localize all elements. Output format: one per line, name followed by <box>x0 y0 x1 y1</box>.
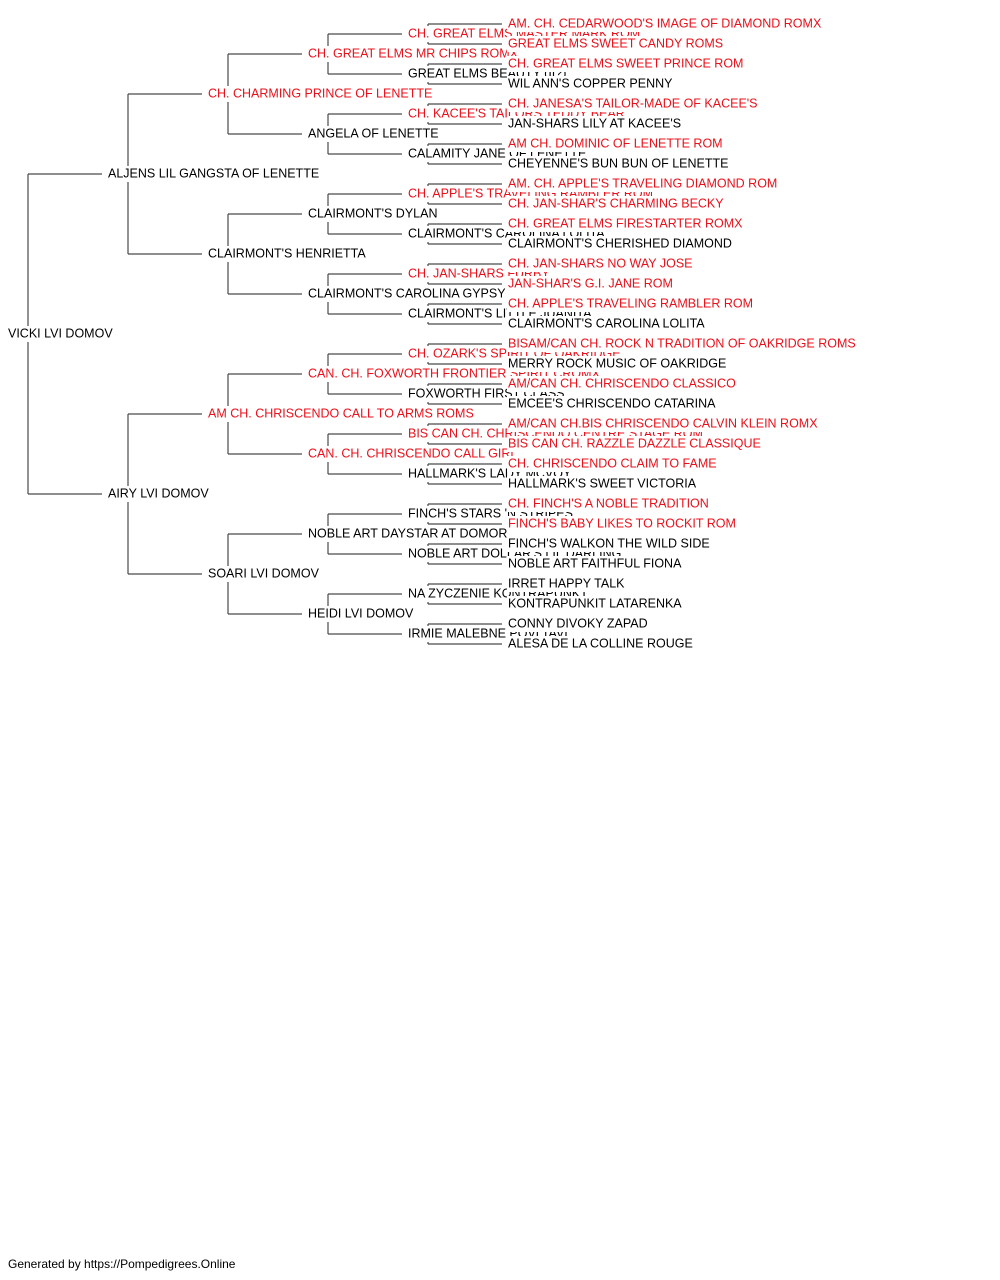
dog-name-gen6[interactable]: CH. APPLE'S TRAVELING RAMBLER ROM <box>508 296 753 310</box>
dog-name-gen4[interactable]: CLAIRMONT'S CAROLINA GYPSY <box>308 286 506 300</box>
dog-name-gen6[interactable]: BISAM/CAN CH. ROCK N TRADITION OF OAKRID… <box>508 336 856 350</box>
name-backing <box>507 516 737 532</box>
name-backing <box>207 566 320 582</box>
dog-name-gen6[interactable]: CH. FINCH'S A NOBLE TRADITION <box>508 496 709 510</box>
dog-name-gen2[interactable]: AIRY LVI DOMOV <box>108 486 209 500</box>
name-backing <box>307 46 519 62</box>
dog-name-gen6[interactable]: KONTRAPUNKIT LATARENKA <box>508 596 682 610</box>
dog-name-gen4[interactable]: ANGELA OF LENETTE <box>308 126 439 140</box>
name-backing <box>507 236 733 252</box>
dog-name-gen6[interactable]: IRRET HAPPY TALK <box>508 576 625 590</box>
footer-credit: Generated by https://Pompedigrees.Online <box>8 1257 236 1271</box>
dog-name-gen2[interactable]: ALJENS LIL GANGSTA OF LENETTE <box>108 166 319 180</box>
name-backing <box>507 196 725 212</box>
name-backing <box>507 256 694 272</box>
name-backing <box>507 576 626 592</box>
dog-name-gen6[interactable]: AM/CAN CH.BIS CHRISCENDO CALVIN KLEIN RO… <box>508 416 818 430</box>
name-backing <box>307 446 519 462</box>
dog-name-gen6[interactable]: NOBLE ART FAITHFUL FIONA <box>508 556 682 570</box>
name-backing <box>7 326 114 342</box>
name-backing <box>507 496 710 512</box>
name-backing <box>507 156 730 172</box>
name-backing <box>307 526 509 542</box>
dog-name-gen6[interactable]: FINCH'S BABY LIKES TO ROCKIT ROM <box>508 516 736 530</box>
dog-name-gen6[interactable]: EMCEE'S CHRISCENDO CATARINA <box>508 396 716 410</box>
name-backing <box>507 416 819 432</box>
dog-name-gen6[interactable]: CHEYENNE'S BUN BUN OF LENETTE <box>508 156 728 170</box>
dog-name-gen6[interactable]: CLAIRMONT'S CAROLINA LOLITA <box>508 316 705 330</box>
dog-name-gen3[interactable]: SOARI LVI DOMOV <box>208 566 320 580</box>
name-backing <box>207 406 475 422</box>
dog-name-gen6[interactable]: CH. JAN-SHAR'S CHARMING BECKY <box>508 196 724 210</box>
dog-name-gen4[interactable]: HEIDI LVI DOMOV <box>308 606 414 620</box>
name-backing <box>307 286 507 302</box>
dog-name-gen4[interactable]: CLAIRMONT'S DYLAN <box>308 206 438 220</box>
name-backing <box>507 556 683 572</box>
dog-name-gen3[interactable]: CLAIRMONT'S HENRIETTA <box>208 246 366 260</box>
name-backing <box>507 436 762 452</box>
name-backing <box>107 486 210 502</box>
name-backing <box>507 336 857 352</box>
name-backing <box>507 76 674 92</box>
dog-name-gen6[interactable]: CH. GREAT ELMS FIRESTARTER ROMX <box>508 216 743 230</box>
dog-name-gen3[interactable]: AM CH. CHRISCENDO CALL TO ARMS ROMS <box>208 406 474 420</box>
name-backing <box>507 276 674 292</box>
dog-name-gen6[interactable]: ALESA DE LA COLLINE ROUGE <box>508 636 693 650</box>
dog-name-gen6[interactable]: CLAIRMONT'S CHERISHED DIAMOND <box>508 236 732 250</box>
name-backing <box>507 16 823 32</box>
name-backing <box>507 456 718 472</box>
name-backing <box>207 86 434 102</box>
dog-name-gen1[interactable]: VICKI LVI DOMOV <box>8 326 113 340</box>
name-backing <box>307 206 439 222</box>
dog-names: VICKI LVI DOMOV ALJENS LIL GANGSTA OF LEN… <box>7 16 857 652</box>
dog-name-gen6[interactable]: HALLMARK'S SWEET VICTORIA <box>508 476 697 490</box>
name-backing <box>507 56 745 72</box>
dog-name-gen6[interactable]: CH. JANESA'S TAILOR-MADE OF KACEE'S <box>508 96 758 110</box>
dog-name-gen6[interactable]: AM CH. DOMINIC OF LENETTE ROM <box>508 136 723 150</box>
dog-name-gen4[interactable]: CAN. CH. CHRISCENDO CALL GIRL <box>308 446 517 460</box>
name-backing <box>507 536 711 552</box>
name-backing <box>507 216 744 232</box>
name-backing <box>107 166 321 182</box>
dog-name-gen6[interactable]: MERRY ROCK MUSIC OF OAKRIDGE <box>508 356 726 370</box>
name-backing <box>507 176 779 192</box>
name-backing <box>507 396 717 412</box>
name-backing <box>507 356 728 372</box>
name-backing <box>507 616 649 632</box>
name-backing <box>507 136 724 152</box>
dog-name-gen6[interactable]: WIL ANN'S COPPER PENNY <box>508 76 673 90</box>
dog-name-gen4[interactable]: NOBLE ART DAYSTAR AT DOMOR <box>308 526 507 540</box>
dog-name-gen4[interactable]: CH. GREAT ELMS MR CHIPS ROMX <box>308 46 519 60</box>
dog-name-gen6[interactable]: JAN-SHAR'S G.I. JANE ROM <box>508 276 673 290</box>
name-backing <box>507 96 759 112</box>
name-backing <box>507 636 694 652</box>
dog-name-gen6[interactable]: CH. GREAT ELMS SWEET PRINCE ROM <box>508 56 743 70</box>
dog-name-gen6[interactable]: CONNY DIVOKY ZAPAD <box>508 616 648 630</box>
dog-name-gen6[interactable]: CH. JAN-SHARS NO WAY JOSE <box>508 256 693 270</box>
dog-name-gen6[interactable]: BIS CAN CH. RAZZLE DAZZLE CLASSIQUE <box>508 436 761 450</box>
name-backing <box>507 296 755 312</box>
name-backing <box>507 116 683 132</box>
name-backing <box>307 606 415 622</box>
dog-name-gen6[interactable]: FINCH'S WALKON THE WILD SIDE <box>508 536 710 550</box>
name-backing <box>507 36 725 52</box>
name-backing <box>507 596 683 612</box>
name-backing <box>207 246 367 262</box>
name-backing <box>507 476 698 492</box>
dog-name-gen3[interactable]: CH. CHARMING PRINCE OF LENETTE <box>208 86 432 100</box>
dog-name-gen6[interactable]: AM/CAN CH. CHRISCENDO CLASSICO <box>508 376 736 390</box>
dog-name-gen6[interactable]: GREAT ELMS SWEET CANDY ROMS <box>508 36 723 50</box>
name-backing <box>507 316 706 332</box>
dog-name-gen6[interactable]: JAN-SHARS LILY AT KACEE'S <box>508 116 681 130</box>
dog-name-gen6[interactable]: AM. CH. CEDARWOOD'S IMAGE OF DIAMOND ROM… <box>508 16 822 30</box>
dog-name-gen6[interactable]: AM. CH. APPLE'S TRAVELING DIAMOND ROM <box>508 176 777 190</box>
dog-name-gen6[interactable]: CH. CHRISCENDO CLAIM TO FAME <box>508 456 717 470</box>
name-backing <box>507 376 737 392</box>
name-backing <box>307 126 440 142</box>
